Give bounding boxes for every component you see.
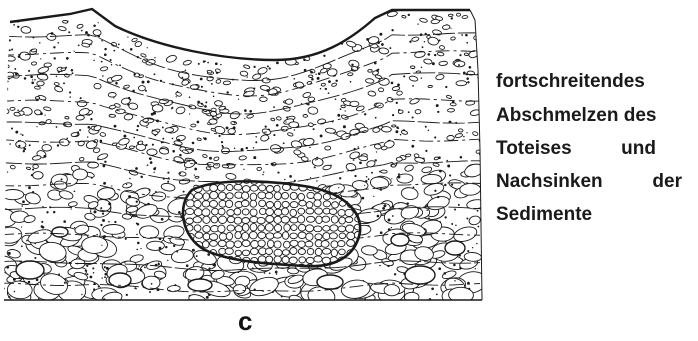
caption-line-4: Nachsinken der (496, 172, 682, 191)
caption-line-3: Toteises und (496, 139, 656, 158)
caption-line-1: fortschreitendes (496, 72, 645, 91)
caption-line-4-text: Nachsinken der (496, 172, 682, 191)
panel-label: c (238, 308, 252, 334)
caption-line-3-text: Toteises und (496, 139, 656, 158)
sediment-body (0, 9, 488, 309)
caption-line-5: Sedimente (496, 205, 592, 224)
caption-line-2: Abschmelzen des (496, 106, 657, 125)
